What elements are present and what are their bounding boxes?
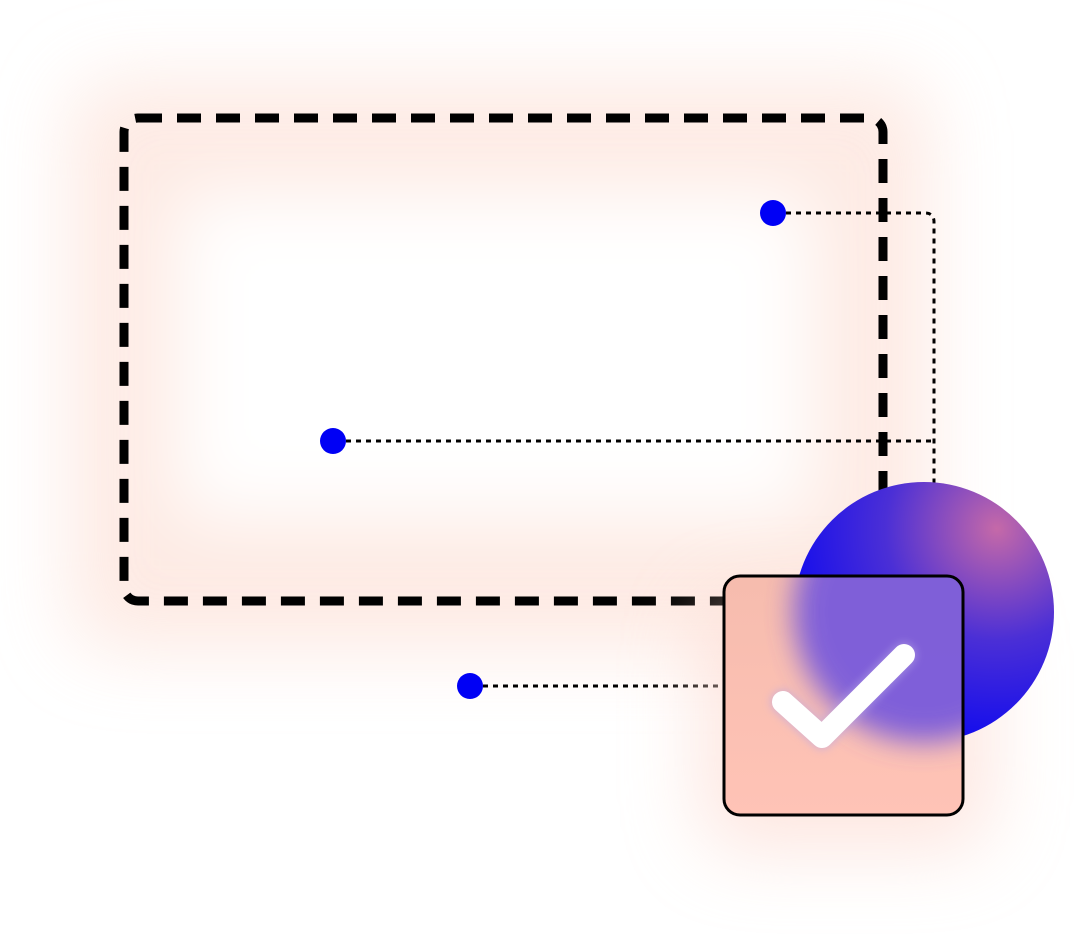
dotted-connector-line-icon [786, 211, 936, 490]
connector-dot-icon [320, 428, 346, 454]
frame-glow [70, 80, 930, 650]
checkbox-card [722, 574, 965, 817]
connector-dot-icon [457, 673, 483, 699]
connector-dot-icon [760, 200, 786, 226]
connector-bottom [457, 673, 724, 699]
dashed-selection-frame-icon [119, 113, 888, 606]
connector-top [760, 200, 936, 490]
checkbox-border [722, 574, 965, 817]
checkmark-icon [772, 644, 915, 748]
connector-middle [320, 428, 934, 454]
